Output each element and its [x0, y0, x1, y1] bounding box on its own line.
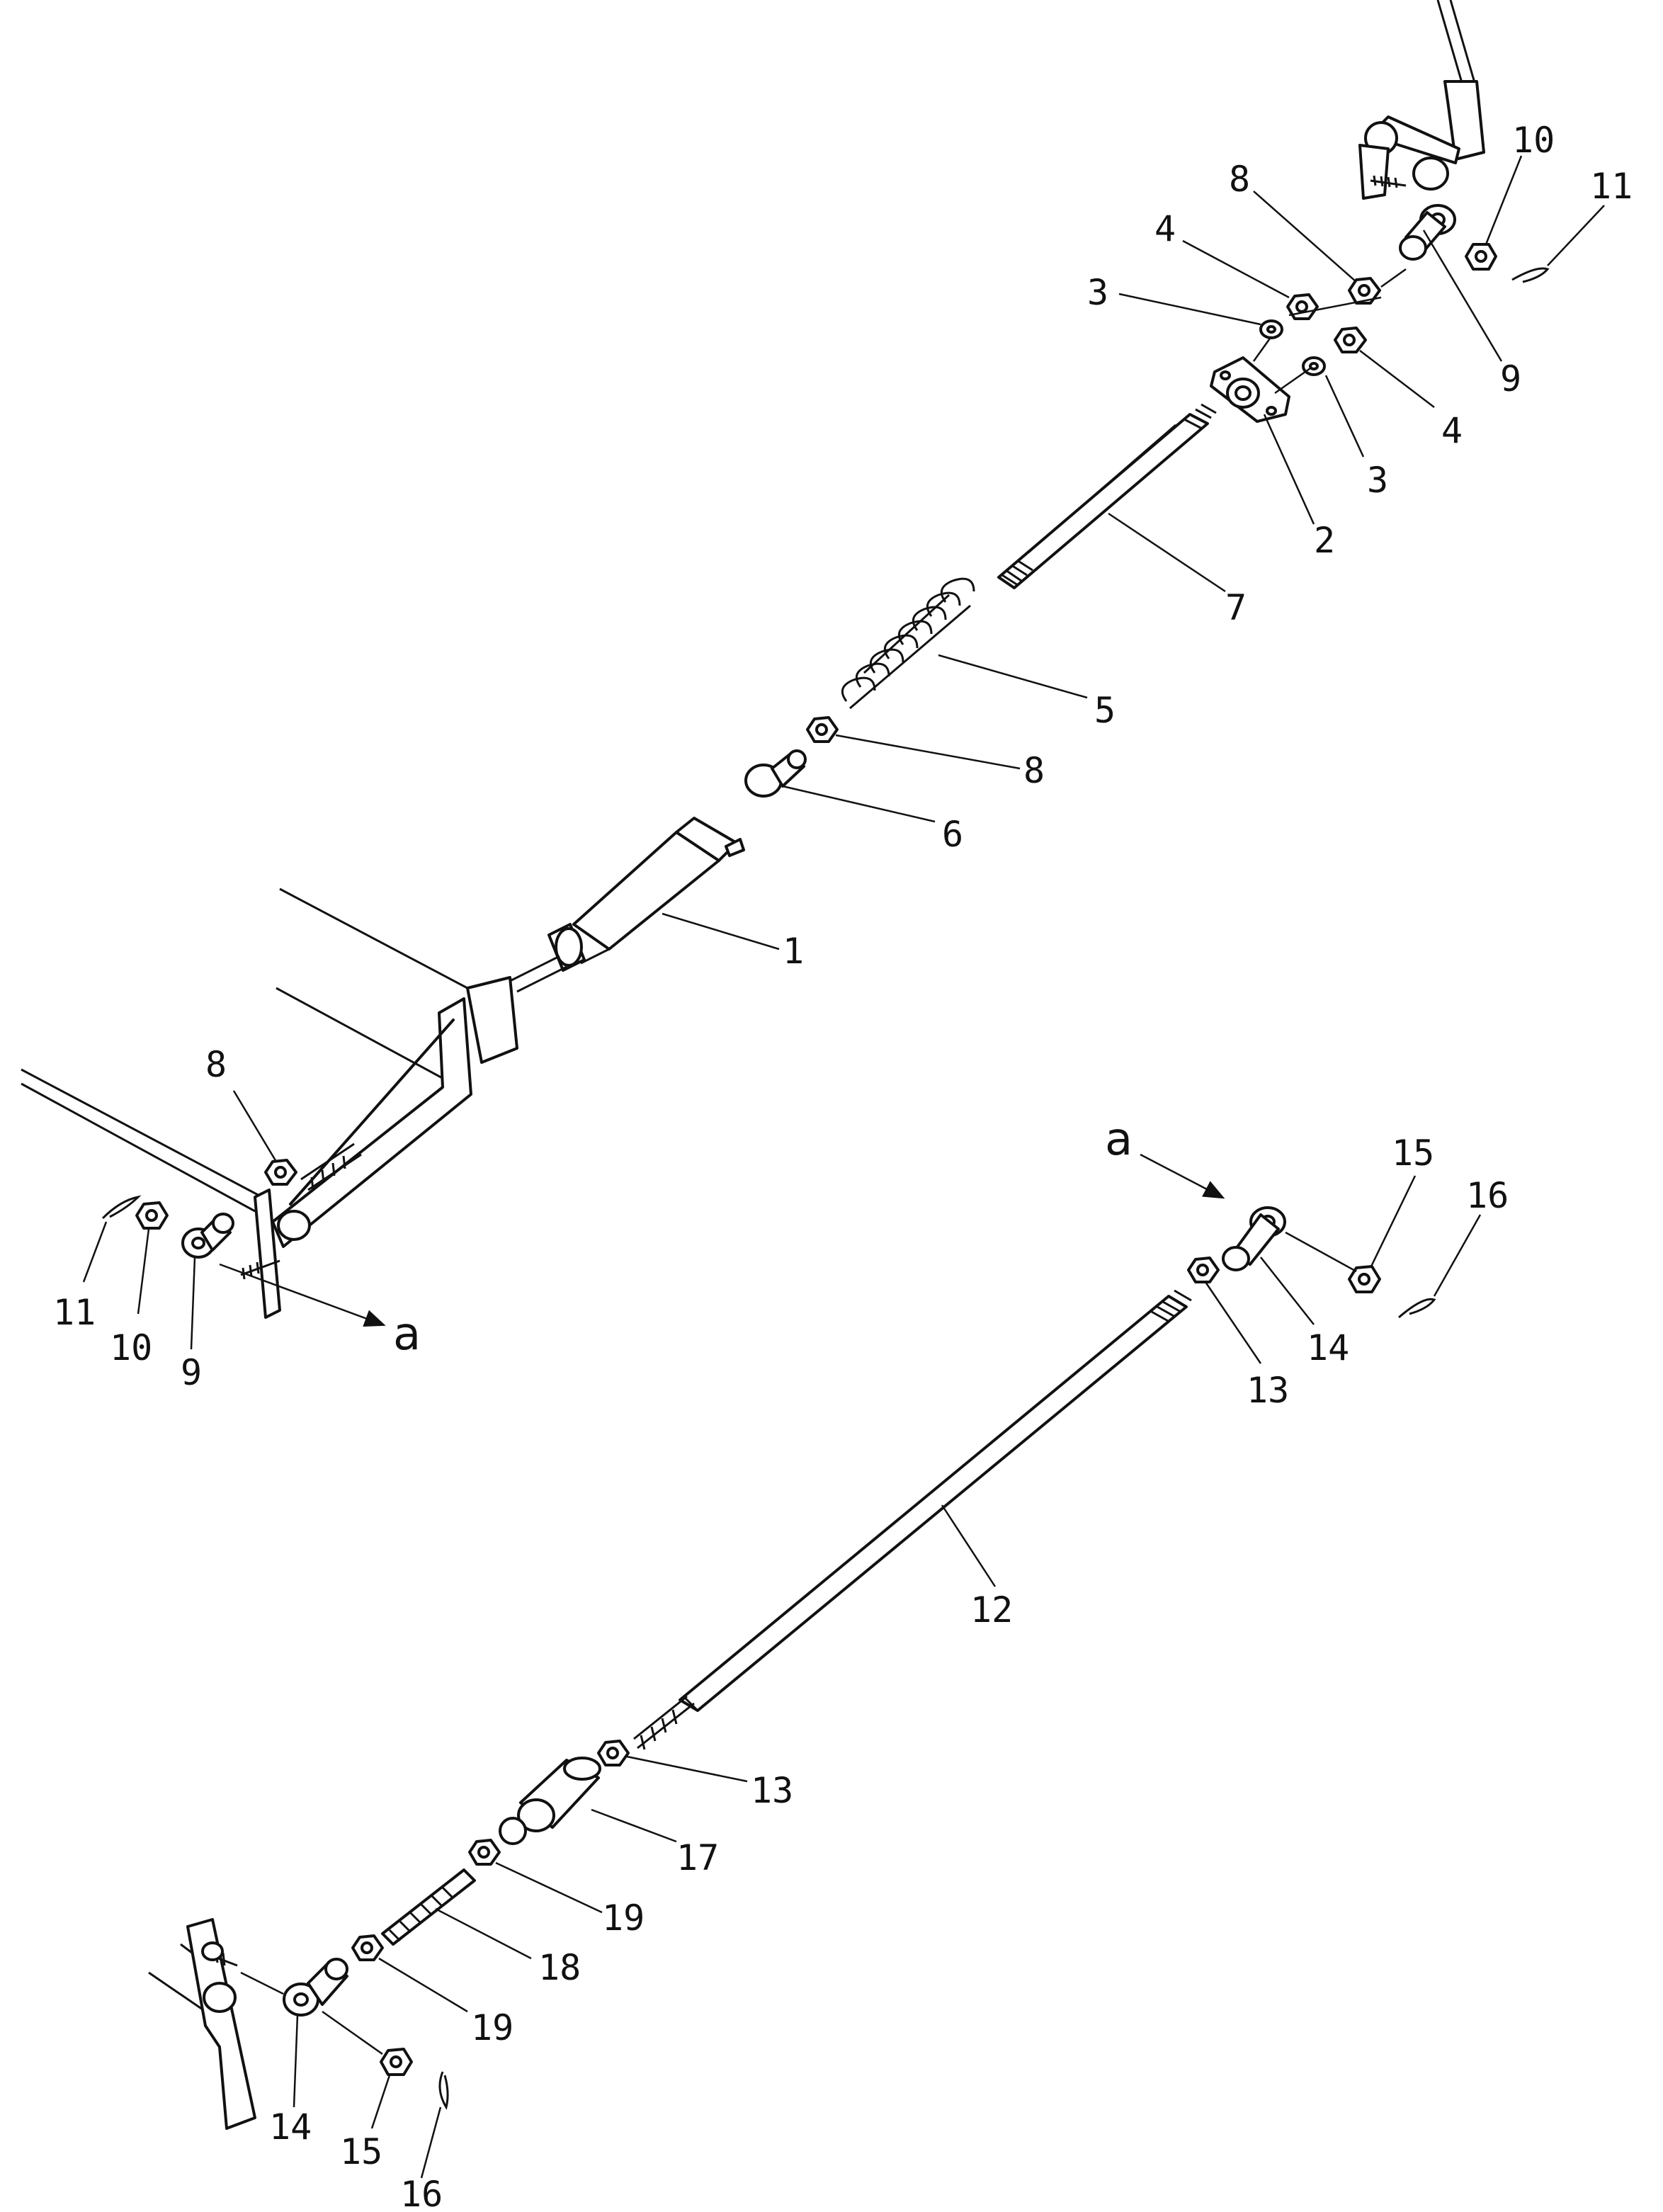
leader-lines	[82, 155, 1605, 2179]
nut-4-lower	[1334, 327, 1367, 353]
coupler-17	[499, 1757, 601, 1845]
callout-17: 17	[676, 1837, 719, 1878]
spring-5	[841, 577, 975, 710]
nut-8-upper	[1348, 277, 1381, 305]
rod-end-14-upper	[1222, 1206, 1286, 1271]
nut-8-left	[264, 1159, 297, 1186]
callout-18: 18	[538, 1947, 581, 1988]
cotter-pin-11-upper	[1511, 267, 1550, 283]
nut-19-lower	[351, 1934, 384, 1961]
callout-9-left: 9	[181, 1352, 202, 1393]
callout-8-middle: 8	[1023, 750, 1045, 791]
callout-16-lower: 16	[400, 2174, 443, 2212]
callout-2: 2	[1314, 520, 1335, 561]
callout-15-lower: 15	[340, 2131, 382, 2172]
housing-1	[509, 817, 745, 993]
nut-15-lower	[380, 2048, 413, 2076]
callout-7: 7	[1225, 587, 1247, 628]
cotter-pin-11-left	[101, 1195, 142, 1220]
pin-6	[744, 749, 807, 798]
rod-end-9-left	[181, 1213, 234, 1259]
cotter-pin-16-lower	[438, 2071, 449, 2110]
callout-10-left: 10	[110, 1327, 152, 1368]
callout-3-lower: 3	[1367, 460, 1388, 501]
nut-10-left	[135, 1201, 169, 1230]
callout-15-upper: 15	[1392, 1133, 1434, 1174]
callout-3-upper: 3	[1087, 272, 1108, 313]
callout-11-upper: 11	[1590, 166, 1633, 207]
callout-6: 6	[942, 814, 963, 855]
nut-19-upper	[468, 1839, 501, 1866]
callout-4-lower: 4	[1441, 410, 1463, 451]
callout-12: 12	[970, 1589, 1013, 1630]
callout-8-upper: 8	[1229, 159, 1250, 200]
callout-labels: 1 2 3 3 4 4 5 6 7 8 8 8 9 9 10 10 11 11 …	[53, 120, 1633, 2212]
cotter-pin-16-upper	[1398, 1298, 1436, 1319]
nut-13-lower	[597, 1740, 630, 1766]
callout-5: 5	[1094, 690, 1116, 731]
callout-19-upper: 19	[602, 1898, 645, 1939]
nut-4-upper	[1286, 293, 1319, 320]
washer-3-upper	[1259, 319, 1283, 339]
nut-10-upper	[1465, 243, 1497, 271]
callout-1: 1	[783, 931, 804, 972]
callout-11-left: 11	[53, 1292, 96, 1333]
lower-lever-assembly	[21, 887, 518, 1319]
upper-lever-assembly	[1358, 0, 1485, 200]
rod-end-14-lower	[283, 1958, 348, 2017]
callout-16-upper: 16	[1466, 1175, 1509, 1216]
view-marker-a-left: a	[393, 1308, 421, 1361]
bracket-2	[1210, 356, 1290, 423]
washer-3-lower	[1302, 356, 1326, 376]
stud-18	[381, 1868, 476, 1946]
callout-14-upper: 14	[1307, 1327, 1349, 1368]
nut-13-upper	[1187, 1257, 1220, 1283]
callout-10-upper: 10	[1512, 120, 1555, 161]
rod-7	[997, 403, 1217, 589]
callout-8-left: 8	[205, 1044, 227, 1085]
callout-13-upper: 13	[1247, 1370, 1289, 1411]
callout-14-lower: 14	[269, 2106, 312, 2148]
callout-4-upper: 4	[1154, 208, 1176, 249]
lower-bracket	[148, 1918, 256, 2130]
callout-19-lower: 19	[471, 2007, 513, 2048]
callout-13-lower: 13	[751, 1770, 793, 1811]
view-marker-a-top: a	[1105, 1113, 1133, 1166]
nut-8-middle	[806, 716, 839, 743]
callout-9-upper: 9	[1500, 358, 1521, 399]
rod-end-9-upper	[1399, 204, 1456, 261]
rod-12	[633, 1289, 1192, 1750]
